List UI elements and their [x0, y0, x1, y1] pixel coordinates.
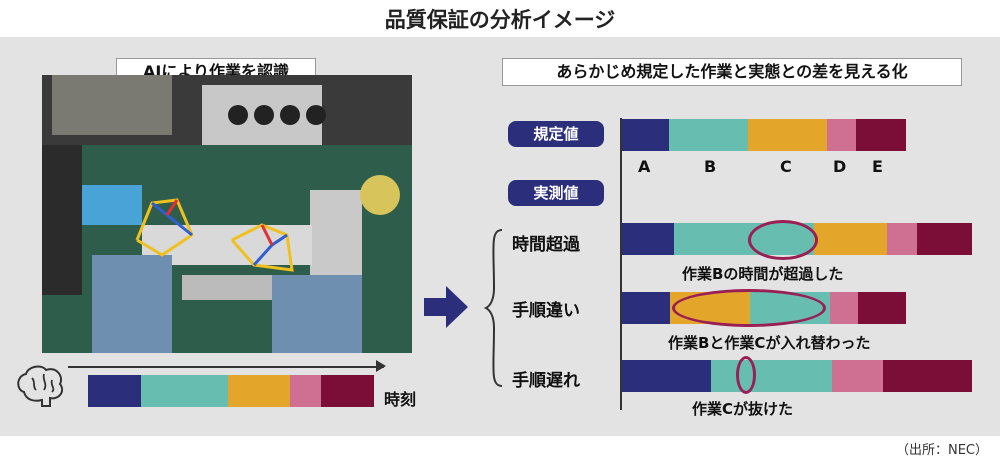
time-axis-arrow-icon	[376, 360, 386, 372]
bar-segment	[826, 119, 857, 151]
bar-segment	[813, 223, 888, 255]
time-axis-line	[68, 366, 384, 368]
time-label: 時刻	[384, 390, 417, 409]
source-note: （出所：NEC）	[895, 443, 988, 458]
highlight-ellipse-b	[748, 220, 818, 260]
actual-label: 実測値	[508, 180, 604, 206]
highlight-ellipse-c	[736, 356, 756, 394]
caption-order-swap: 作業Bと作業Cが入れ替わった	[668, 334, 871, 352]
bar-segment	[622, 360, 712, 392]
brace-icon	[483, 228, 504, 388]
bar-segment	[887, 223, 917, 255]
bar-segment	[140, 375, 228, 407]
bar-segment	[882, 360, 972, 392]
letter-e: E	[872, 157, 883, 176]
right-header: あらかじめ規定した作業と実態との差を見える化	[502, 58, 962, 86]
vertical-axis-line	[620, 118, 622, 410]
bar-segment	[622, 119, 669, 151]
camera-scene	[42, 75, 412, 353]
spec-bar	[622, 119, 906, 151]
row-bar-step-missing	[622, 360, 972, 392]
letter-a: A	[638, 157, 651, 176]
letter-c: C	[780, 157, 792, 176]
caption-time-over: 作業Bの時間が超過した	[682, 265, 844, 283]
row-label-step-missing: 手順遅れ	[512, 371, 580, 391]
bar-segment	[916, 223, 972, 255]
letter-d: D	[833, 157, 847, 176]
bar-segment	[857, 292, 906, 324]
bar-segment	[829, 292, 858, 324]
bar-segment	[321, 375, 374, 407]
brain-icon	[14, 362, 66, 412]
row-label-order-swap: 手順違い	[512, 301, 580, 321]
page-title: 品質保証の分析イメージ	[384, 8, 616, 32]
bar-segment	[668, 119, 748, 151]
bar-segment	[622, 292, 671, 324]
bar-segment	[856, 119, 906, 151]
bar-segment	[290, 375, 322, 407]
bar-segment	[88, 375, 141, 407]
bar-segment	[831, 360, 883, 392]
row-label-time-over: 時間超過	[512, 235, 580, 255]
bar-segment	[711, 360, 832, 392]
letter-b: B	[704, 157, 717, 176]
timeline-bar	[88, 375, 374, 407]
highlight-ellipse-bc	[672, 289, 826, 327]
bar-segment	[622, 223, 674, 255]
bar-segment	[227, 375, 291, 407]
spec-label: 規定値	[508, 121, 604, 147]
caption-step-missing: 作業Cが抜けた	[692, 400, 794, 418]
work-camera-image	[42, 75, 412, 353]
bar-segment	[747, 119, 827, 151]
